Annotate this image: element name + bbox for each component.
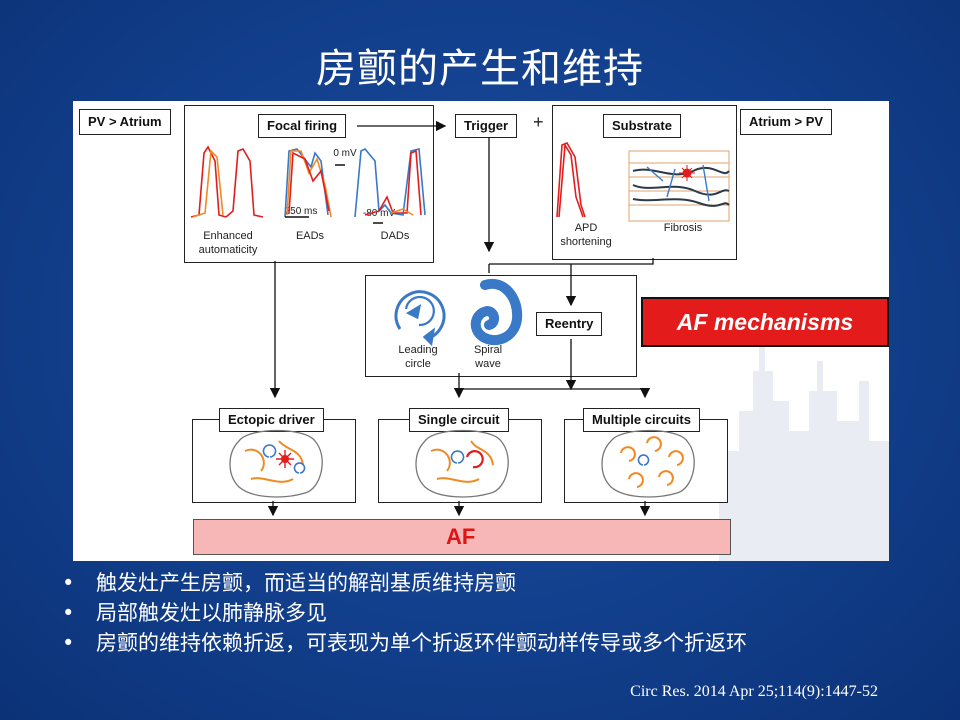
action-potential-traces (190, 141, 586, 218)
bullet-symbol: • (62, 571, 75, 595)
dads-label: DADs (380, 230, 410, 242)
connector-arrows (267, 120, 654, 517)
single-circuit-panel (378, 419, 542, 503)
plus-sign: + (533, 112, 544, 132)
bullet-text: 触发灶产生房颤，而适当的解剖基质维持房颤 (96, 571, 516, 595)
bullet-text: 房颤的维持依赖折返，可表现为单个折返环伴颤动样传导或多个折返环 (96, 631, 747, 655)
bullet-text: 局部触发灶以肺静脉多见 (96, 601, 327, 625)
multiple-circuits-panel (564, 419, 728, 503)
af-outcome-bar: AF (193, 519, 731, 555)
eads-label: EADs (295, 230, 325, 242)
faded-skyline (719, 341, 889, 561)
fibrosis-sketch (628, 150, 730, 222)
multiple-circuits-atrium (601, 429, 695, 498)
scale-markers (285, 164, 383, 224)
multiple-circuits-label: Multiple circuits (583, 408, 700, 432)
ectopic-driver-atrium (229, 429, 323, 498)
single-circuit-atrium (415, 429, 509, 498)
ectopic-driver-label: Ectopic driver (219, 408, 324, 432)
single-circuit-label: Single circuit (409, 408, 509, 432)
slide-title: 房颤的产生和维持 (316, 46, 644, 92)
bullet-item: • 房颤的维持依赖折返，可表现为单个折返环伴颤动样传导或多个折返环 (62, 630, 902, 656)
af-mechanisms-banner: AF mechanisms (641, 297, 889, 347)
pv-atrium-label: PV > Atrium (79, 109, 171, 135)
focal-firing-label: Focal firing (258, 114, 347, 138)
zero-mv-label: 0 mV (333, 148, 357, 159)
mechanism-figure: PV > Atrium Focal firing Trigger + Subst… (73, 101, 889, 561)
ms250-label: 250 ms (284, 206, 318, 217)
bullet-item: • 局部触发灶以肺静脉多见 (62, 600, 902, 626)
bullet-item: • 触发灶产生房颤，而适当的解剖基质维持房颤 (62, 570, 902, 596)
bullet-symbol: • (62, 601, 75, 625)
enhanced-automaticity-label: Enhanced automaticity (198, 230, 258, 256)
af-label: AF (446, 524, 476, 549)
atrium-pv-label: Atrium > PV (740, 109, 833, 135)
leading-circle-label: Leading circle (398, 344, 438, 370)
leading-circle-icon (394, 290, 446, 347)
apd-shortening-label: APD shortening (560, 222, 612, 248)
fibrosis-label: Fibrosis (663, 222, 703, 234)
spiral-wave-label: Spiral wave (473, 344, 503, 370)
bullet-symbol: • (62, 631, 75, 655)
trigger-label: Trigger (455, 114, 518, 138)
neg80-mv-label: -80 mV (362, 208, 396, 219)
reentry-label: Reentry (536, 312, 603, 336)
spiral-wave-icon (470, 278, 523, 346)
substrate-label: Substrate (603, 114, 681, 138)
citation: Circ Res. 2014 Apr 25;114(9):1447-52 (630, 683, 878, 700)
diagram-graphics (190, 120, 730, 517)
bullet-list: • 触发灶产生房颤，而适当的解剖基质维持房颤 • 局部触发灶以肺静脉多见 • 房… (62, 570, 902, 660)
